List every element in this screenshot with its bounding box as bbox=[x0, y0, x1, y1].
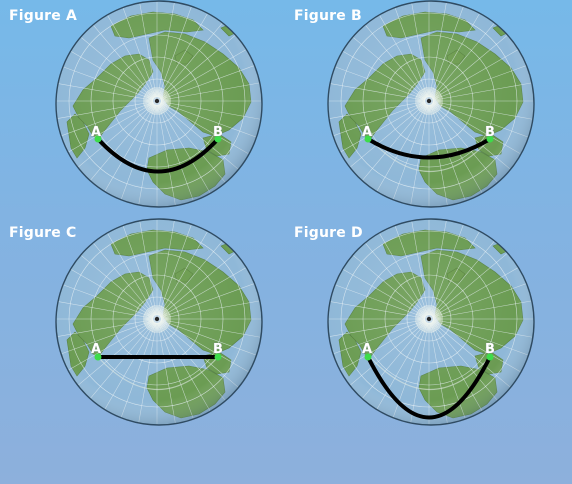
figure-d-globe: A B bbox=[327, 218, 535, 426]
figure-d-label: Figure D bbox=[294, 225, 363, 241]
globe-group bbox=[55, 218, 263, 426]
north-pole-icon bbox=[154, 316, 160, 322]
point-a-label: A bbox=[91, 342, 101, 357]
globe-group bbox=[55, 0, 263, 208]
figure-c-globe: A B bbox=[55, 218, 263, 426]
point-a bbox=[94, 135, 102, 143]
point-a bbox=[94, 353, 102, 361]
route-a bbox=[96, 137, 220, 174]
point-b bbox=[486, 135, 494, 143]
point-a bbox=[364, 135, 372, 143]
north-pole-icon bbox=[426, 98, 432, 104]
figure-b-label: Figure B bbox=[294, 8, 362, 24]
point-b-label: B bbox=[213, 125, 223, 140]
figure-c-label: Figure C bbox=[9, 225, 77, 241]
north-pole-icon bbox=[154, 98, 160, 104]
figure-b-globe: A B bbox=[327, 0, 535, 208]
figure-a-label: Figure A bbox=[9, 8, 78, 24]
north-pole-icon bbox=[426, 316, 432, 322]
point-b bbox=[214, 353, 222, 361]
point-b bbox=[214, 135, 222, 143]
point-b bbox=[486, 353, 494, 361]
point-a-label: A bbox=[91, 125, 101, 140]
point-b-label: B bbox=[485, 125, 495, 140]
route-d bbox=[366, 355, 492, 420]
point-a-label: A bbox=[362, 125, 372, 140]
figure-a-globe: A B bbox=[55, 0, 263, 208]
point-b-label: B bbox=[485, 342, 495, 357]
globe-group bbox=[327, 0, 535, 208]
point-a-label: A bbox=[362, 342, 372, 357]
route-b bbox=[366, 137, 492, 160]
point-b-label: B bbox=[213, 342, 223, 357]
point-a bbox=[364, 353, 372, 361]
